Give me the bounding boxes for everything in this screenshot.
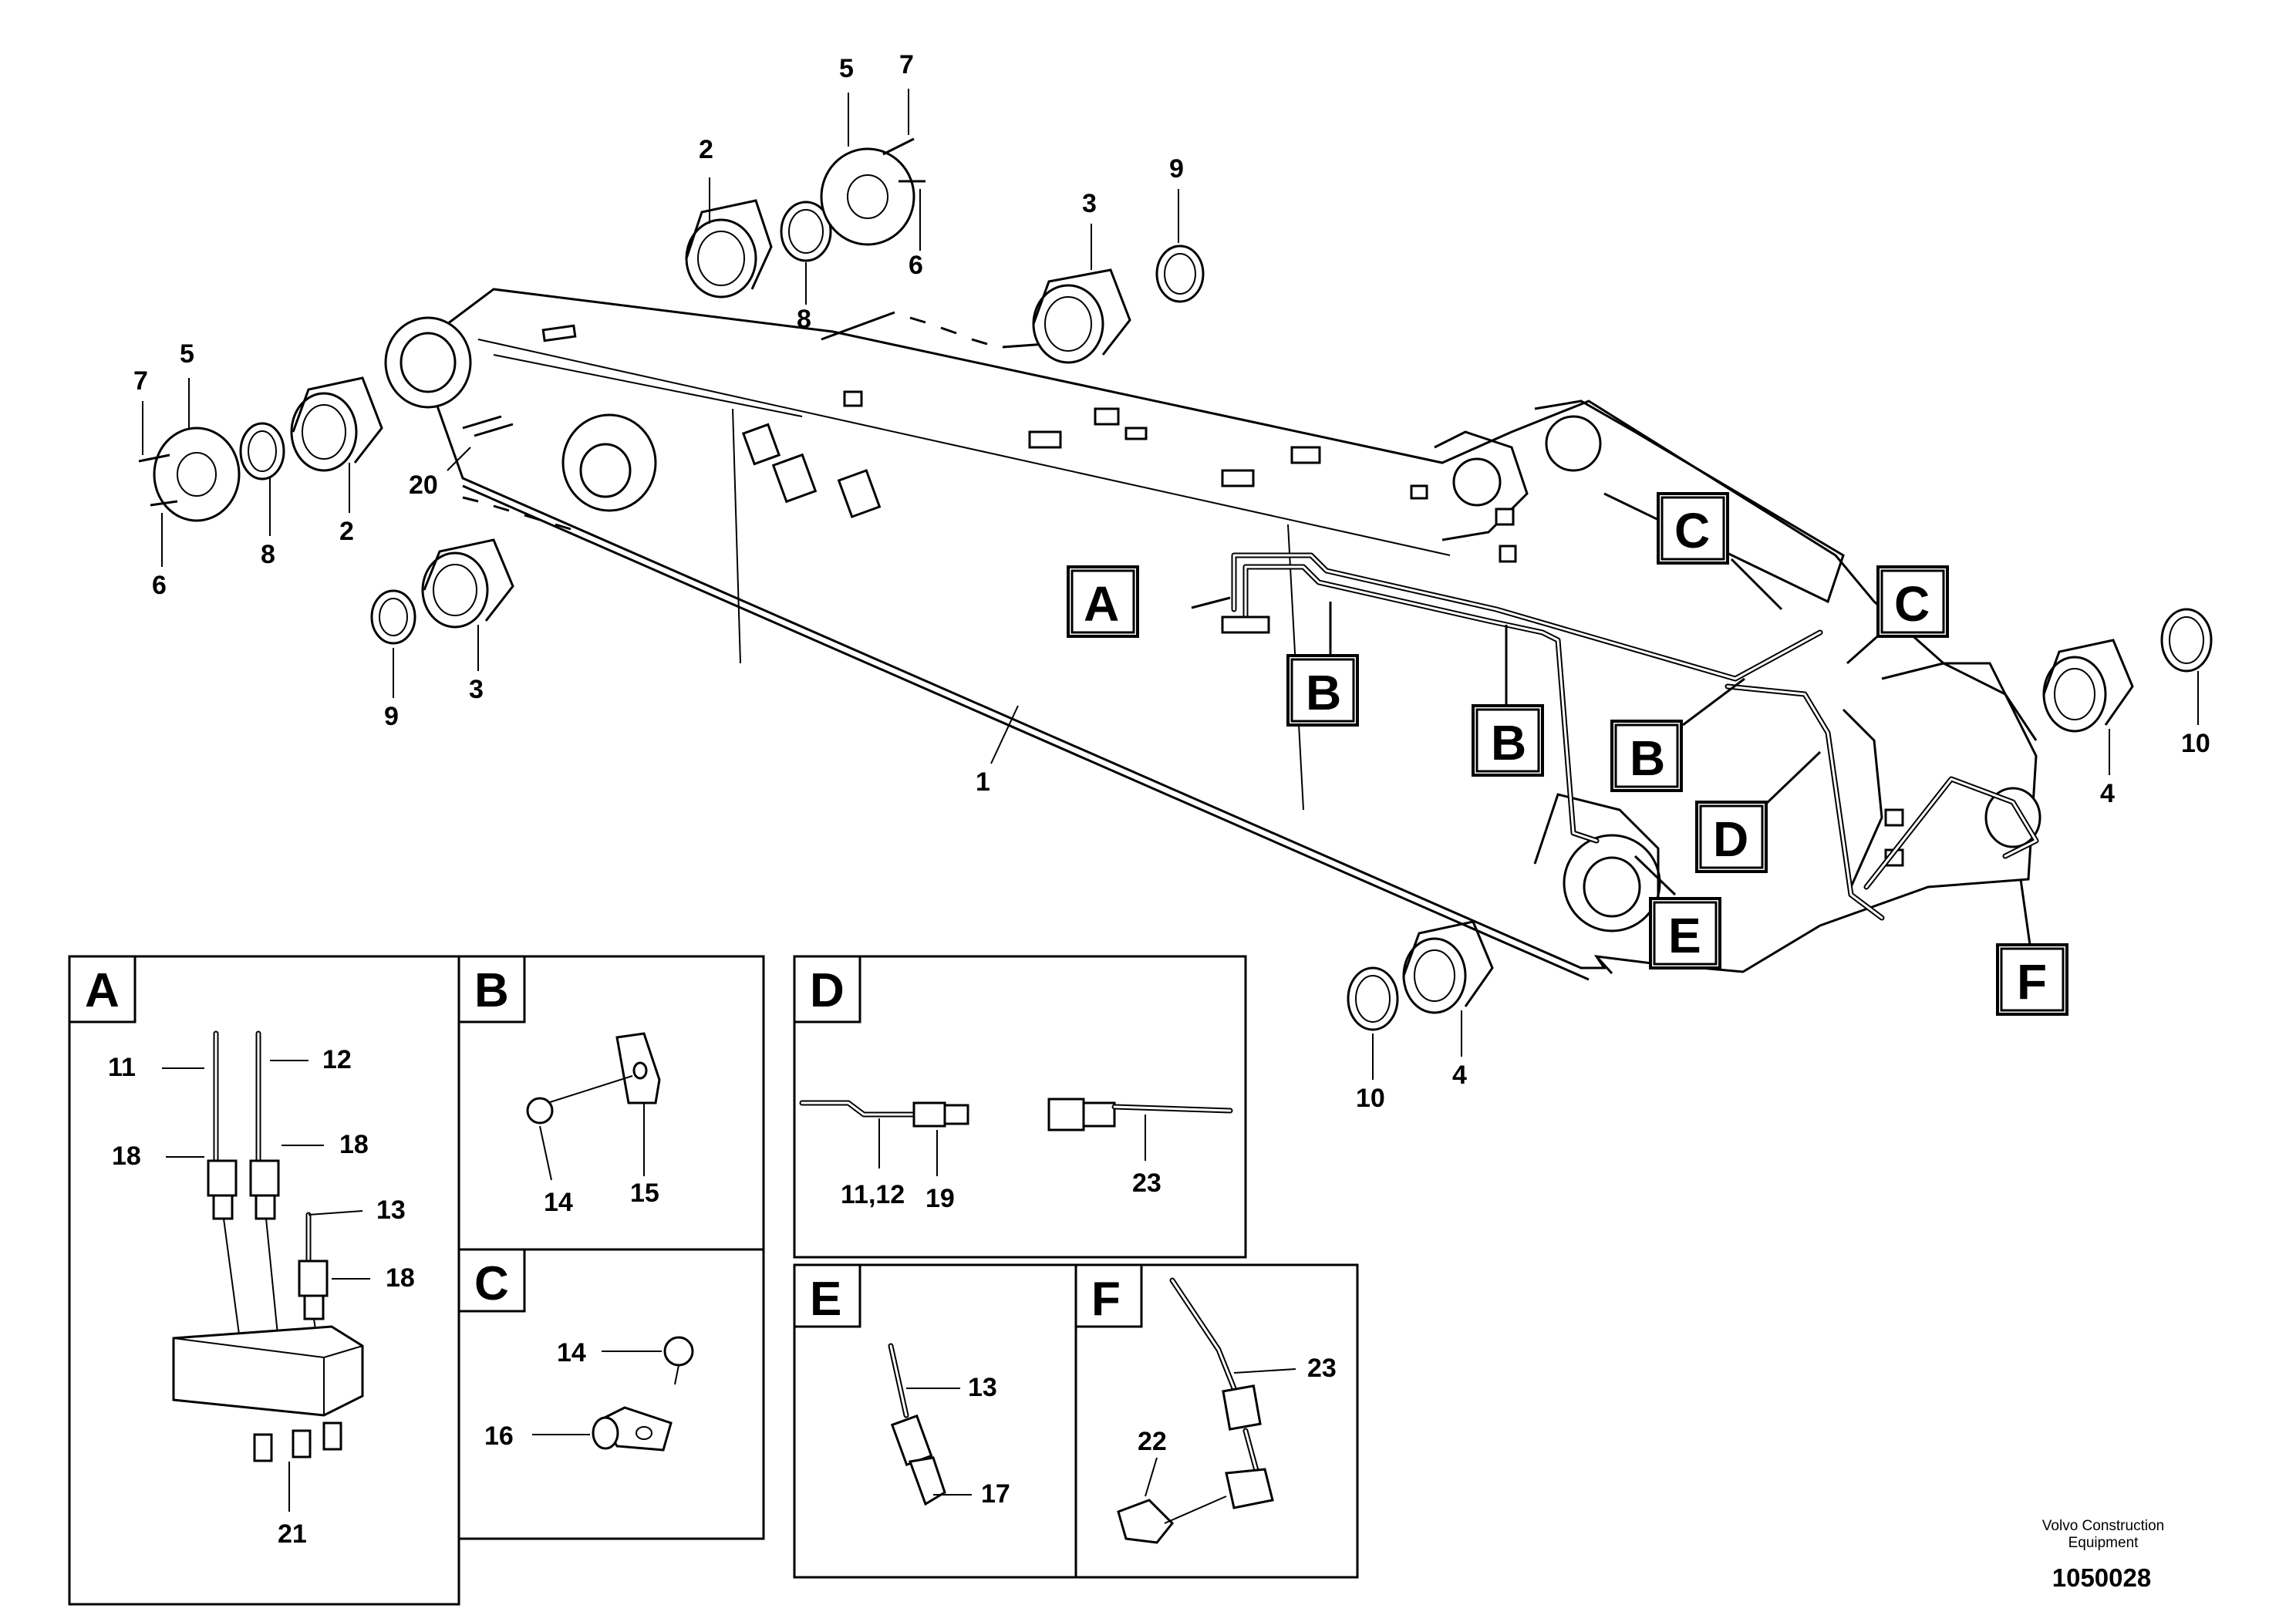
bushing-2-left: [290, 376, 383, 472]
label-8-left: 8: [261, 540, 275, 569]
bushing-3-left: [421, 538, 514, 629]
label-10-bottom: 10: [1356, 1084, 1385, 1113]
plate-5-top: [820, 137, 925, 246]
svg-text:A: A: [1084, 576, 1119, 632]
seal-10-right: [2160, 608, 2213, 673]
callout-F: F: [1996, 943, 2068, 1016]
bushing-3-top: [1032, 268, 1131, 364]
document-number: 1050028: [2052, 1563, 2152, 1592]
detail-A-label-12: 12: [322, 1045, 352, 1074]
leader-lines: [142, 89, 2199, 1080]
callout-D: D: [1695, 801, 1768, 873]
bushing-4-bottom: [1402, 920, 1494, 1014]
boom-arm: [384, 288, 2041, 981]
label-3-left: 3: [469, 675, 484, 704]
svg-text:D: D: [1713, 811, 1748, 867]
detail-D-label-19: 19: [925, 1184, 955, 1213]
label-10-right: 10: [2181, 729, 2210, 758]
callout-C-1: C: [1657, 492, 1729, 565]
label-20: 20: [409, 470, 438, 500]
detail-A-label-18-left: 18: [112, 1141, 141, 1171]
seal-8-left: [239, 422, 285, 481]
company-name-line1: Volvo Construction: [2041, 1518, 2165, 1534]
detail-C-label-14: 14: [557, 1338, 586, 1367]
detail-F-label-22: 22: [1138, 1427, 1167, 1456]
detail-F-label-23: 23: [1307, 1354, 1337, 1383]
svg-text:C: C: [1674, 503, 1710, 558]
label-6-left: 6: [152, 571, 167, 600]
detail-view-C: C 14 16: [457, 1248, 765, 1540]
label-5-top: 5: [839, 54, 854, 83]
detail-B-label-15: 15: [630, 1179, 659, 1208]
label-5-left: 5: [180, 339, 194, 369]
label-7-top: 7: [899, 50, 914, 79]
detail-C-letter: C: [474, 1257, 509, 1310]
seal-9-left: [370, 589, 416, 645]
callout-B-3: B: [1610, 720, 1683, 792]
detail-A-label-18-lower: 18: [386, 1263, 415, 1293]
detail-D-label-11-12: 11,12: [841, 1180, 905, 1209]
company-name-line2: Equipment: [2068, 1535, 2139, 1551]
detail-D-label-23: 23: [1132, 1168, 1161, 1198]
detail-view-B: B 14 15: [457, 955, 765, 1251]
svg-text:B: B: [1491, 715, 1526, 771]
callout-boxes: A B B B C C D: [1067, 492, 2068, 1016]
label-1: 1: [976, 767, 990, 797]
callout-A: A: [1067, 565, 1139, 638]
detail-view-E: E 13 17: [793, 1263, 1077, 1579]
label-3-top: 3: [1082, 189, 1097, 218]
detail-A-label-11: 11: [108, 1053, 136, 1082]
bushing-4-right: [2042, 639, 2134, 733]
label-2-left: 2: [339, 517, 354, 546]
detail-A-label-21: 21: [278, 1519, 307, 1549]
detail-E-label-13: 13: [968, 1373, 997, 1402]
callout-C-2: C: [1876, 565, 1949, 638]
label-6-top: 6: [909, 251, 923, 280]
detail-view-D: D 11,12 19 23: [793, 955, 1247, 1259]
detail-view-A: A 11 12 18 18 13 18 21: [68, 955, 460, 1606]
label-7-left: 7: [133, 366, 148, 396]
detail-D-letter: D: [810, 964, 845, 1017]
callout-B-2: B: [1472, 704, 1544, 777]
detail-C-label-16: 16: [484, 1421, 514, 1451]
seal-10-bottom: [1347, 966, 1399, 1031]
svg-text:C: C: [1894, 576, 1930, 632]
detail-view-F: F 23 22: [1074, 1263, 1359, 1579]
label-9-top: 9: [1169, 154, 1184, 184]
detail-B-letter: B: [474, 964, 509, 1017]
company-credit: Volvo Construction Equipment: [1980, 1518, 2227, 1552]
svg-text:F: F: [2017, 954, 2047, 1010]
seal-8-top: [780, 201, 832, 262]
svg-text:E: E: [1668, 908, 1701, 963]
detail-B-label-14: 14: [544, 1188, 573, 1217]
bushing-2-top: [685, 199, 773, 298]
callout-B-1: B: [1286, 654, 1359, 727]
callout-E: E: [1649, 897, 1721, 969]
detail-A-letter: A: [85, 964, 120, 1017]
detail-A-label-13: 13: [376, 1195, 406, 1225]
hydraulic-lines: [1221, 552, 2039, 921]
svg-text:B: B: [1306, 665, 1341, 720]
plate-5-left: [138, 427, 241, 522]
detail-A-label-18-right: 18: [339, 1130, 369, 1159]
detail-E-letter: E: [810, 1273, 841, 1326]
label-4-bottom: 4: [1452, 1061, 1467, 1090]
detail-F-letter: F: [1091, 1273, 1121, 1326]
seal-9-top: [1155, 244, 1205, 303]
detail-E-label-17: 17: [981, 1479, 1010, 1509]
label-9-left: 9: [384, 702, 399, 731]
label-8-top: 8: [797, 305, 811, 334]
label-4-right: 4: [2100, 779, 2115, 808]
label-2-top: 2: [699, 135, 713, 164]
part-number-labels: 2 5 7 6 8 3 9 5 7 6 8 2 20 9 3 1 4 10 10…: [133, 50, 2210, 1113]
svg-text:B: B: [1630, 730, 1665, 786]
